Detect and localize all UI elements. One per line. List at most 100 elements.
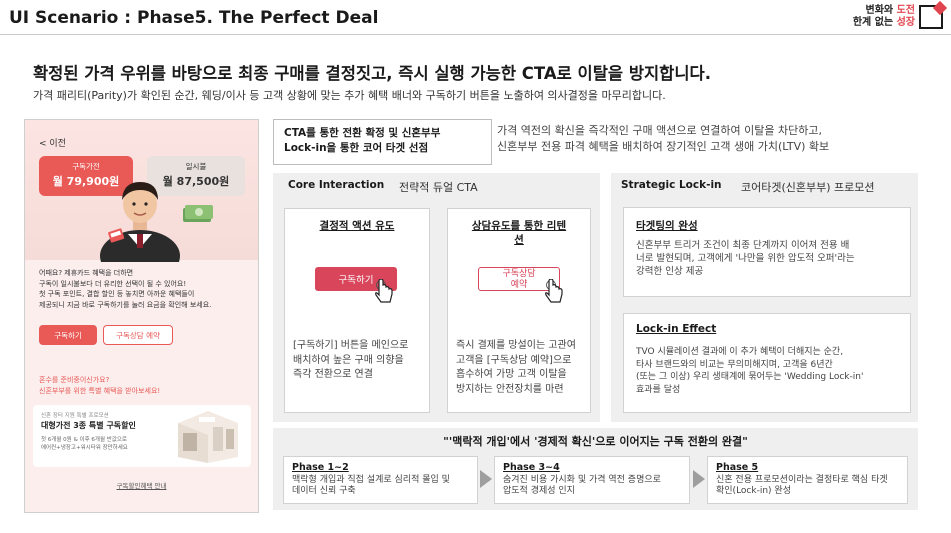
- promo-banner[interactable]: 신혼 장터 지원 특별 프로모션 대형가전 3종 특별 구독할인 첫 6개월 0…: [33, 405, 251, 467]
- lump-sum-price-value: 월 87,500원: [162, 175, 230, 188]
- arrow-right-icon: [480, 470, 492, 488]
- phase-text-line: 맥락형 개입과 직접 설계로 심리적 몰입 및: [292, 475, 450, 485]
- subscription-price-label: 구독가전: [72, 162, 100, 171]
- logo-text: 변화와 도전 한계 없는 성장: [853, 5, 915, 29]
- box-text-line: 효과를 달성: [636, 384, 681, 395]
- back-link[interactable]: < 이전: [39, 139, 66, 149]
- phase-text-line: 숨겨진 비용 가시화 및 가격 역전 증명으로: [503, 475, 661, 485]
- targeting-box: 타겟팅의 완성 신혼부부 트리거 조건이 최종 단계까지 이어져 전용 배 너로…: [623, 207, 911, 297]
- consult-cta-sample[interactable]: 구독상담 예약: [478, 267, 560, 291]
- phone-message-line: 제공되니 지금 바로 구독하기를 눌러 요금을 확인해 보세요.: [39, 300, 212, 309]
- banner-description: 첫 6개월 0원 & 이후 6개월 반값으로 에어컨+냉장고+워시타워 장만하세…: [41, 436, 151, 452]
- logo-mark-icon: [919, 5, 943, 29]
- phase-text-line: 확인(Lock-in) 완성: [716, 486, 791, 496]
- conversion-flow-panel: "'맥락적 개입'에서 '경제적 확신'으로 이어지는 구독 전환의 완결" P…: [273, 428, 918, 510]
- box-text-line: 배치하여 높은 구매 의향을: [293, 354, 404, 366]
- lump-sum-price-card: 일시불 월 87,500원: [147, 156, 245, 196]
- main-subtitle: 가격 패리티(Parity)가 확인된 순간, 웨딩/이사 등 고객 상황에 맞…: [33, 89, 666, 102]
- box-text-line: 고객을 [구독상담 예약]으로: [456, 354, 572, 366]
- phase-5-title: Phase 5: [716, 462, 759, 473]
- box-text-line: 타사 브랜드와의 비교는 무의미해지며, 고객을 6년간: [636, 359, 833, 370]
- banner-eyebrow: 신혼 장터 지원 특별 프로모션: [41, 413, 109, 419]
- phone-mockup: < 이전 구독가전 월 79,900원 일시불 월 87,500원 어때요? 제…: [24, 119, 259, 513]
- subscribe-button[interactable]: 구독하기: [39, 325, 97, 345]
- phase-1-2-title: Phase 1~2: [292, 462, 349, 473]
- lockin-effect-title: Lock-in Effect: [636, 323, 717, 335]
- consult-cta-line: 구독상담: [502, 269, 536, 279]
- phase-text-line: 압도적 경제성 인지: [503, 486, 575, 496]
- decisive-action-text: [구독하기] 버튼을 메인으로 배치하여 높은 구매 의향을 즉각 전환으로 연…: [293, 339, 421, 383]
- lump-sum-price-label: 일시불: [185, 162, 207, 171]
- logo-line1-b: 도전: [896, 5, 915, 16]
- strategic-panel-subheading: 코어타겟(신혼부부) 프로모션: [741, 181, 875, 194]
- newlywed-line: 혼수를 준비중이신가요?: [39, 376, 110, 384]
- phase-text-line: 신혼 전용 프로모션이라는 결정타로 핵심 타겟: [716, 475, 888, 485]
- subscription-price-card: 구독가전 월 79,900원: [39, 156, 133, 196]
- subscription-discount-link[interactable]: 구독할인혜택 안내: [116, 482, 167, 490]
- main-title: 확정된 가격 우위를 바탕으로 최종 구매를 결정짓고, 즉시 실행 가능한 C…: [33, 64, 711, 83]
- logo-line2-b: 성장: [896, 17, 915, 28]
- banner-desc-line: 에어컨+냉장고+워시타워 장만하세요: [41, 445, 128, 451]
- phase-text-line: 데이터 신뢰 구축: [292, 486, 356, 496]
- arrow-right-icon: [693, 470, 705, 488]
- retention-text: 즉시 결제를 망설이는 고관여 고객을 [구독상담 예약]으로 흡수하여 가망 …: [456, 339, 582, 397]
- box-text-line: 흡수하여 가망 고객 이탈을: [456, 369, 567, 380]
- phase-5-box: Phase 5 신혼 전용 프로모션이라는 결정타로 핵심 타겟 확인(Lock…: [707, 456, 908, 504]
- core-panel-subheading: 전략적 듀얼 CTA: [399, 181, 478, 194]
- header-divider: [0, 34, 951, 35]
- box-text-line: 방지하는 안전장치를 마련: [456, 383, 564, 395]
- core-interaction-panel: Core Interaction 전략적 듀얼 CTA 결정적 액션 유도 구독…: [273, 173, 600, 422]
- banner-title: 대형가전 3종 특별 구독할인: [41, 421, 136, 430]
- consult-cta-line: 예약: [510, 280, 528, 290]
- pointer-hand-icon: [375, 279, 393, 303]
- lockin-effect-text: TVO 시뮬레이션 결과에 이 추가 혜택이 더해지는 순간, 타사 브랜드와의…: [636, 346, 900, 396]
- callout-desc-line: 신혼부부 전용 파격 혜택을 배치하여 장기적인 고객 생애 가치(LTV) 확…: [497, 140, 830, 153]
- agent-avatar-icon: [100, 182, 180, 262]
- strategic-panel-heading: Strategic Lock-in: [621, 179, 722, 191]
- box-text-line: (또는 그 이상) 우리 생태계에 묶어두는 'Wedding Lock-in': [636, 372, 864, 382]
- phone-message-line: 어때요? 제휴카드 혜택을 더하면: [39, 269, 134, 277]
- core-panel-heading: Core Interaction: [288, 179, 385, 191]
- phase-3-4-title: Phase 3~4: [503, 462, 560, 473]
- lockin-effect-box: Lock-in Effect TVO 시뮬레이션 결과에 이 추가 혜택이 더해…: [623, 313, 911, 413]
- retention-title: 상담유도를 통한 리텐 션: [448, 219, 590, 247]
- newlywed-line: 신혼부부를 위한 특별 혜택을 받아보세요!: [39, 386, 161, 395]
- flow-title: "'맥락적 개입'에서 '경제적 확신'으로 이어지는 구독 전환의 완결": [443, 435, 748, 448]
- box-text-line: 너로 발현되며, 고객에게 '나만을 위한 압도적 오퍼'라는: [636, 253, 855, 264]
- callout-description: 가격 역전의 확신을 즉각적인 구매 액션으로 연결하여 이탈을 차단하고, 신…: [497, 123, 907, 155]
- logo-line1-a: 변화와: [865, 5, 897, 16]
- brand-logo: 변화와 도전 한계 없는 성장: [853, 5, 943, 29]
- retention-box: 상담유도를 통한 리텐 션 구독상담 예약 즉시 결제를 망설이는 고관여 고객…: [447, 208, 591, 413]
- box-text-line: 즉각 전환으로 연결: [293, 369, 373, 380]
- callout-title-line: Lock-in을 통한 코어 타겟 선점: [284, 142, 429, 154]
- newlywed-promo-text: 혼수를 준비중이신가요? 신혼부부를 위한 특별 혜택을 받아보세요!: [39, 375, 249, 396]
- box-text-line: 즉시 결제를 망설이는 고관여: [456, 340, 576, 351]
- decisive-action-title: 결정적 액션 유도: [319, 220, 395, 232]
- phase-5-text: 신혼 전용 프로모션이라는 결정타로 핵심 타겟 확인(Lock-in) 완성: [716, 475, 899, 497]
- room-appliance-icon: [178, 411, 238, 463]
- callout-title-box: CTA를 통한 전환 확정 및 신혼부부 Lock-in을 통한 코어 타겟 선…: [273, 119, 492, 165]
- box-text-line: 신혼부부 트리거 조건이 최종 단계까지 이어져 전용 배: [636, 240, 850, 251]
- phase-1-2-box: Phase 1~2 맥락형 개입과 직접 설계로 심리적 몰입 및 데이터 신뢰…: [283, 456, 478, 504]
- callout-desc-line: 가격 역전의 확신을 즉각적인 구매 액션으로 연결하여 이탈을 차단하고,: [497, 124, 822, 137]
- retention-title-line: 션: [514, 234, 524, 246]
- consult-reservation-button[interactable]: 구독상담 예약: [103, 325, 173, 345]
- targeting-text: 신혼부부 트리거 조건이 최종 단계까지 이어져 전용 배 너로 발현되며, 고…: [636, 239, 900, 278]
- pointer-hand-icon: [545, 279, 563, 303]
- subscription-price-value: 월 79,900원: [52, 175, 120, 188]
- targeting-title: 타겟팅의 완성: [636, 220, 698, 232]
- phone-message: 어때요? 제휴카드 혜택을 더하면 구독이 일시불보다 더 유리한 선택이 될 …: [39, 268, 249, 310]
- box-text-line: TVO 시뮬레이션 결과에 이 추가 혜택이 더해지는 순간,: [636, 347, 844, 357]
- callout-title-line: CTA를 통한 전환 확정 및 신혼부부: [284, 127, 441, 139]
- phone-message-line: 구독이 일시불보다 더 유리한 선택이 될 수 있어요!: [39, 279, 187, 288]
- logo-line2-a: 한계 없는: [852, 17, 897, 28]
- decisive-action-box: 결정적 액션 유도 구독하기 [구독하기] 버튼을 메인으로 배치하여 높은 구…: [284, 208, 430, 413]
- slide-title: UI Scenario : Phase5. The Perfect Deal: [9, 8, 379, 28]
- box-text-line: [구독하기] 버튼을 메인으로: [293, 340, 409, 351]
- phase-3-4-text: 숨겨진 비용 가시화 및 가격 역전 증명으로 압도적 경제성 인지: [503, 475, 681, 497]
- strategic-lockin-panel: Strategic Lock-in 코어타겟(신혼부부) 프로모션 타겟팅의 완…: [611, 173, 918, 422]
- money-icon: [183, 205, 213, 222]
- box-text-line: 강력한 인상 제공: [636, 266, 704, 277]
- phone-message-line: 첫 구독 포인트, 결합 할인 등 놓치면 아까운 혜택들이: [39, 290, 195, 298]
- retention-title-line: 상담유도를 통한 리텐: [471, 220, 567, 232]
